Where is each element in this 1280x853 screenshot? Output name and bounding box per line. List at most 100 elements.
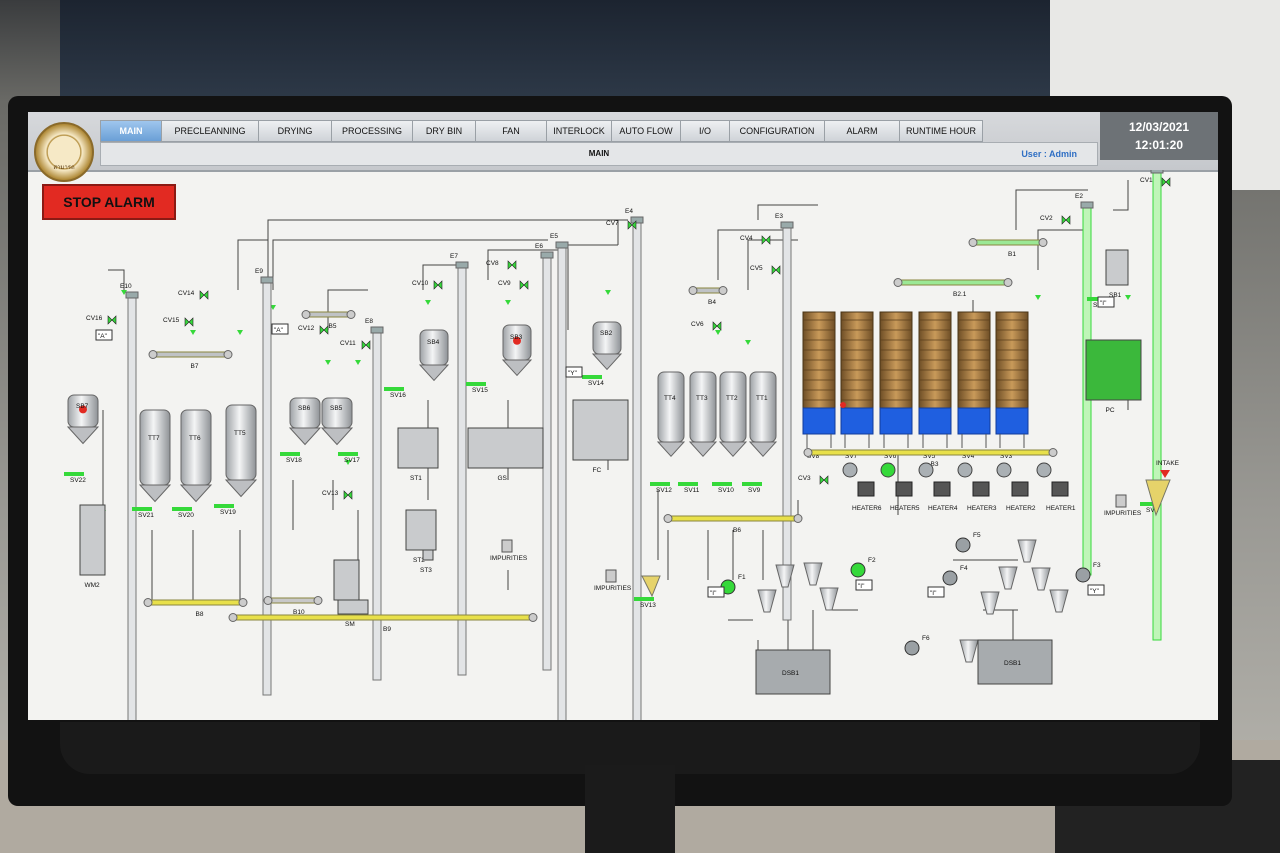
silo-hopper bbox=[66, 426, 100, 445]
tab-precleanning[interactable]: PRECLEANNING bbox=[161, 120, 259, 142]
fan-icon bbox=[1075, 567, 1091, 583]
control-valve: CV1 bbox=[1140, 177, 1171, 187]
tab-processing[interactable]: PROCESSING bbox=[331, 120, 413, 142]
silo-tt4: TT4 bbox=[656, 371, 686, 458]
tab-runtime-hour[interactable]: RUNTIME HOUR bbox=[899, 120, 983, 142]
flow-arrow-icon bbox=[605, 290, 611, 295]
elevator-head bbox=[780, 221, 794, 229]
silo-label: TT4 bbox=[664, 395, 676, 402]
dryer-fan-icon bbox=[842, 462, 858, 478]
valve-icon bbox=[819, 475, 829, 485]
fan-icon bbox=[942, 570, 958, 586]
tab-fan[interactable]: FAN bbox=[475, 120, 547, 142]
logo-text: สามารถ bbox=[53, 165, 75, 171]
heater-label: HEATER2 bbox=[1006, 505, 1036, 512]
bucket-elevator bbox=[782, 224, 792, 621]
valve-icon bbox=[761, 235, 771, 245]
machine-0 bbox=[79, 504, 106, 576]
tab-interlock[interactable]: INTERLOCK bbox=[546, 120, 612, 142]
dry-bin: SV6 bbox=[879, 311, 913, 460]
elevator-label: E3 bbox=[775, 213, 783, 220]
pipe-segment bbox=[717, 229, 788, 280]
machine-label: SM bbox=[345, 621, 355, 628]
heater-unit: HEATER4 bbox=[918, 462, 958, 512]
valve-label: CV13 bbox=[322, 490, 339, 497]
tab-drying[interactable]: DRYING bbox=[258, 120, 332, 142]
pulley bbox=[528, 613, 538, 622]
silo-tt1: TT1 bbox=[748, 371, 778, 458]
heater-icon bbox=[933, 481, 951, 497]
machine-4 bbox=[405, 509, 437, 551]
slide-valve-label: SV1 bbox=[1146, 507, 1159, 514]
belt-label: B9 bbox=[383, 626, 391, 633]
tab-i-o[interactable]: I/O bbox=[680, 120, 730, 142]
belt-body bbox=[305, 311, 352, 318]
flow-arrow-icon bbox=[505, 300, 511, 305]
belt-body bbox=[267, 597, 319, 604]
process-diagram: E10E9E8E7E6E5E4E3E2E1 SB7TT7TT6TT5SB6SB5… bbox=[64, 170, 1180, 720]
elevator-head bbox=[630, 216, 644, 224]
fan-icon bbox=[850, 562, 866, 578]
tag-box bbox=[271, 323, 289, 335]
belt-body bbox=[972, 239, 1044, 246]
impurities-label: IMPURITIES bbox=[1104, 510, 1142, 517]
valve-label: CV1 bbox=[1140, 177, 1153, 184]
silo-body bbox=[657, 371, 685, 443]
tab-configuration[interactable]: CONFIGURATION bbox=[729, 120, 825, 142]
tag-box bbox=[565, 366, 583, 378]
elevator-label: E9 bbox=[255, 268, 263, 275]
valve-icon bbox=[107, 315, 117, 325]
belt-body bbox=[147, 599, 244, 606]
dry-bin-base bbox=[918, 407, 952, 435]
pulley bbox=[263, 596, 273, 605]
silo-hopper bbox=[688, 441, 718, 458]
belt-b2-1: B2.1 bbox=[893, 278, 1013, 298]
belt-body bbox=[807, 449, 1054, 456]
belt-label: B1 bbox=[1008, 251, 1016, 258]
blower-fan: F2 bbox=[850, 557, 876, 578]
dryer-fan-icon bbox=[957, 462, 973, 478]
dry-bin: SV3 bbox=[995, 311, 1029, 460]
control-valve: CV11 bbox=[340, 340, 371, 350]
cyclone-separator bbox=[803, 562, 823, 586]
machine-5 bbox=[422, 549, 434, 561]
silo-label: SB6 bbox=[298, 405, 311, 412]
pipe-segment bbox=[487, 249, 558, 280]
tab-alarm[interactable]: ALARM bbox=[824, 120, 900, 142]
silo-label: SB2 bbox=[600, 330, 613, 337]
silo-hopper bbox=[591, 353, 623, 371]
silo-tt6: TT6 bbox=[179, 409, 213, 503]
bucket-elevator bbox=[1152, 170, 1162, 641]
fan-label: F3 bbox=[1093, 562, 1101, 569]
machine-label: WM2 bbox=[85, 582, 101, 589]
silo-hopper bbox=[320, 427, 354, 446]
elevator-label: E7 bbox=[450, 253, 458, 260]
pulley bbox=[968, 238, 978, 247]
pulley bbox=[1003, 278, 1013, 287]
silo-tt3: TT3 bbox=[688, 371, 718, 458]
stop-alarm-button[interactable]: STOP ALARM bbox=[42, 184, 176, 220]
tab-main[interactable]: MAIN bbox=[100, 120, 162, 142]
dry-bin: SV4 bbox=[957, 311, 991, 460]
flow-arrow-icon bbox=[1125, 295, 1131, 300]
belt-b3: B3 bbox=[803, 448, 1058, 468]
belt-b7: B7 bbox=[148, 350, 233, 370]
tab-auto-flow[interactable]: AUTO FLOW bbox=[611, 120, 681, 142]
tab-dry-bin[interactable]: DRY BIN bbox=[412, 120, 476, 142]
silo-label: SB3 bbox=[510, 334, 523, 341]
pulley bbox=[313, 596, 323, 605]
dry-bin-alarm-indicator bbox=[840, 402, 846, 408]
fan-label: F6 bbox=[922, 635, 930, 642]
pulley bbox=[718, 286, 728, 295]
pipe-segment bbox=[617, 219, 628, 245]
dry-bin: SV5 bbox=[918, 311, 952, 460]
slide-valve-label: SV22 bbox=[70, 477, 86, 484]
valve-icon bbox=[343, 490, 353, 500]
silo-sb3: SB3 bbox=[501, 324, 533, 377]
heater-label: HEATER1 bbox=[1046, 505, 1076, 512]
belt-b9: B9 bbox=[228, 613, 538, 633]
pipe-segment bbox=[422, 264, 458, 290]
dryer-fan-icon bbox=[880, 462, 896, 478]
bucket-elevator bbox=[632, 219, 642, 720]
